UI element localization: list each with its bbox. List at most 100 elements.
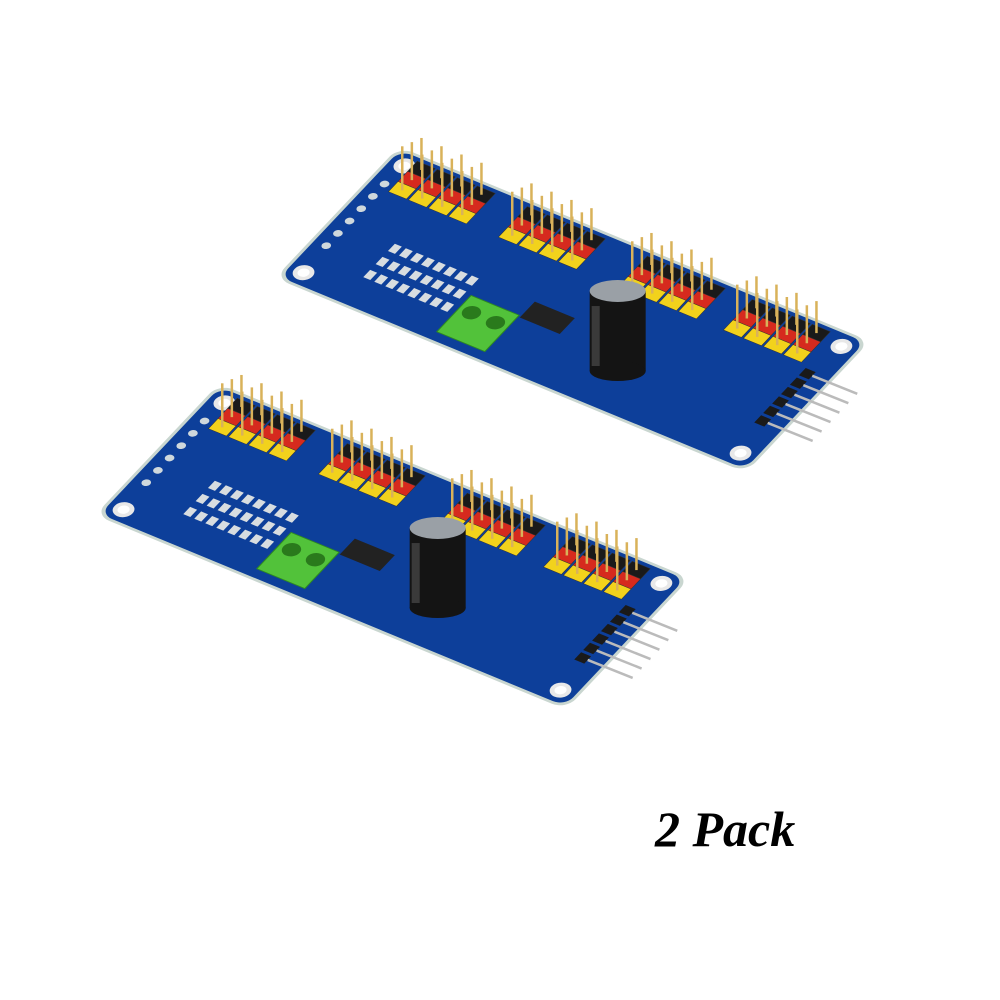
pack-caption: 2 Pack bbox=[655, 801, 796, 857]
smd-pad bbox=[442, 266, 457, 277]
pin-pad bbox=[188, 429, 198, 437]
smd-pad bbox=[397, 265, 412, 277]
pwm-chip bbox=[339, 538, 395, 572]
side-pin bbox=[793, 393, 840, 414]
smd-pad bbox=[227, 525, 242, 536]
smd-pad bbox=[452, 288, 467, 299]
smd-pad bbox=[418, 292, 433, 303]
pcb-board-2 bbox=[101, 387, 684, 706]
smd-pad bbox=[205, 515, 220, 527]
mounting-hole-center bbox=[734, 448, 747, 458]
side-header bbox=[583, 642, 601, 655]
side-pin bbox=[802, 384, 849, 405]
side-pin bbox=[613, 630, 660, 651]
smd-pad bbox=[260, 538, 275, 549]
side-header bbox=[772, 396, 789, 408]
pin-pad bbox=[356, 205, 367, 213]
smd-pad bbox=[407, 288, 422, 299]
smd-pad bbox=[249, 534, 264, 545]
side-header bbox=[781, 386, 798, 399]
smd-pad bbox=[363, 269, 378, 281]
side-header bbox=[798, 368, 816, 380]
smd-pad bbox=[240, 494, 255, 505]
smd-pad bbox=[239, 511, 254, 523]
smd-pad bbox=[374, 274, 389, 285]
mounting-hole-center bbox=[655, 579, 668, 588]
smd-pad bbox=[431, 261, 446, 273]
smd-pad bbox=[396, 283, 411, 294]
pin-pad bbox=[333, 230, 343, 237]
smd-pad bbox=[409, 252, 424, 263]
smd-pad bbox=[385, 278, 400, 290]
capacitor-stripe bbox=[411, 543, 420, 604]
smd-pad bbox=[419, 274, 434, 286]
capacitor-bottom bbox=[409, 598, 466, 619]
smd-pad bbox=[217, 502, 232, 514]
pin-pad bbox=[199, 417, 210, 425]
smd-pad bbox=[272, 525, 287, 536]
terminal-screw bbox=[485, 315, 506, 330]
side-pin bbox=[622, 621, 669, 642]
smd-pad bbox=[375, 256, 390, 267]
pcb-board-icon bbox=[285, 153, 860, 466]
mounting-hole-center bbox=[835, 342, 848, 351]
smd-pad bbox=[207, 480, 222, 491]
smd-pad bbox=[453, 271, 468, 282]
side-header bbox=[789, 377, 807, 389]
terminal-body bbox=[255, 531, 340, 590]
smd-pad bbox=[441, 284, 456, 295]
smd-pad bbox=[216, 520, 231, 531]
smd-pad bbox=[387, 243, 402, 254]
mounting-hole-center bbox=[117, 505, 130, 514]
side-pin bbox=[767, 421, 814, 443]
side-pin bbox=[811, 374, 858, 395]
side-header bbox=[618, 605, 636, 617]
smd-pad bbox=[251, 498, 266, 510]
capacitor-icon bbox=[409, 517, 466, 619]
pin-pad bbox=[176, 442, 187, 450]
smd-pad bbox=[250, 516, 265, 527]
smd-pad bbox=[386, 261, 401, 272]
terminal-block-icon bbox=[435, 294, 520, 353]
pin-pad bbox=[321, 242, 332, 250]
capacitor-icon bbox=[589, 280, 646, 382]
side-header bbox=[592, 633, 609, 645]
smd-pad bbox=[194, 511, 209, 522]
smd-pad bbox=[195, 493, 210, 504]
side-pin bbox=[631, 611, 678, 632]
pin-pad bbox=[141, 479, 152, 487]
smd-pad bbox=[273, 508, 288, 519]
smd-pad bbox=[284, 512, 299, 523]
terminal-block-icon bbox=[255, 531, 340, 590]
side-header bbox=[601, 623, 618, 636]
side-pin bbox=[596, 649, 643, 670]
side-pin bbox=[605, 639, 651, 661]
smd-pad bbox=[408, 270, 423, 281]
pin-pad bbox=[164, 454, 175, 462]
pin-pad bbox=[344, 217, 355, 225]
side-header bbox=[754, 415, 772, 427]
pwm-chip bbox=[519, 301, 575, 335]
smd-pad bbox=[420, 257, 435, 268]
side-header bbox=[574, 652, 592, 664]
smd-pad bbox=[261, 521, 276, 532]
capacitor-top bbox=[589, 280, 646, 303]
smd-pad bbox=[228, 507, 243, 518]
smd-pad bbox=[464, 275, 479, 286]
pcb-board-icon bbox=[105, 390, 680, 703]
terminal-screw bbox=[281, 543, 302, 557]
side-pin bbox=[587, 658, 634, 680]
terminal-body bbox=[435, 294, 520, 353]
pin-pad bbox=[153, 467, 163, 474]
capacitor-stripe bbox=[591, 306, 600, 367]
pin-pad bbox=[368, 192, 378, 200]
mounting-hole-center bbox=[554, 685, 567, 695]
smd-pad bbox=[429, 297, 444, 308]
smd-pad bbox=[398, 248, 413, 259]
side-pin bbox=[785, 402, 831, 424]
smd-pad bbox=[218, 485, 233, 496]
smd-pad bbox=[440, 301, 455, 312]
side-pin bbox=[776, 412, 823, 433]
